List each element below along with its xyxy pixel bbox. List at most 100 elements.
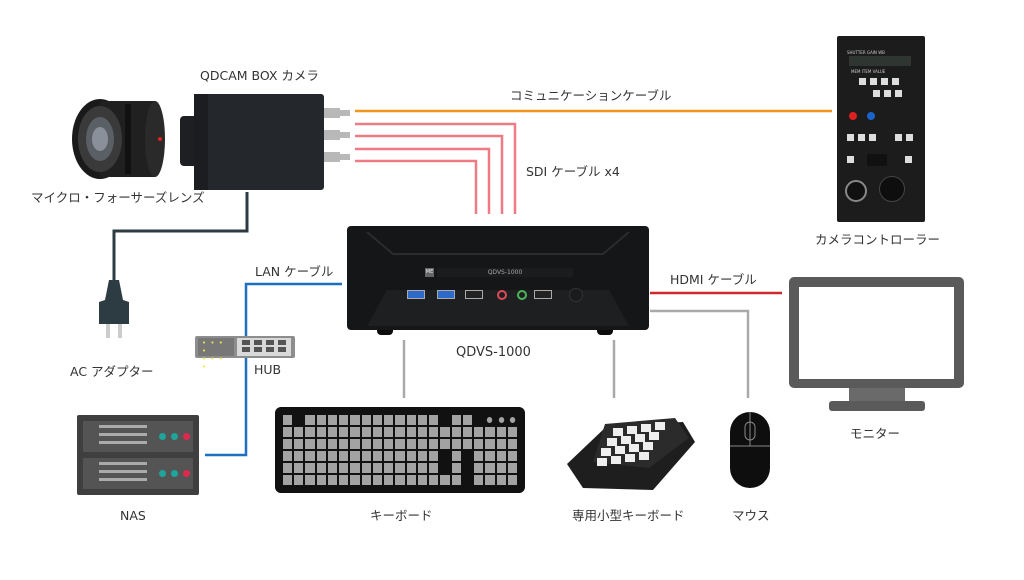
keyboard-key [339,463,349,473]
zoom-button[interactable] [873,90,880,97]
menu-button[interactable] [892,78,899,85]
keyboard-key [316,451,326,461]
zoom-buttons [873,90,902,97]
controller-panel-top-text: SHUTTER GAIN WB [847,50,885,55]
mouse [730,412,770,488]
keyboard-key [474,475,484,485]
keyboard-key [384,439,394,449]
focus-pedestal-dial[interactable] [845,180,867,202]
keypad-label: 専用小型キーボード [572,508,685,523]
keyboard-key [283,439,293,449]
keyboard-key [339,427,349,437]
keyboard-key [327,475,338,485]
keyboard-key [305,415,315,425]
keyboard-key [462,427,473,437]
keyboard-key [372,439,383,449]
shutter-button[interactable] [858,134,865,141]
keyboard-key [294,451,304,461]
ac-adapter-plug [99,280,129,338]
keyboard-key [395,463,405,473]
keyboard-key [327,427,338,437]
keyboard-key [361,451,371,461]
shutter-button[interactable] [847,134,854,141]
keyboard-key [496,475,506,485]
keyboard-key [507,439,517,449]
qdcam-box-camera [180,94,350,190]
keyboard-key [440,415,449,425]
shutter-button[interactable] [869,134,876,141]
lan-cable-label: LAN ケーブル [255,264,334,279]
pc-foot [597,330,613,335]
ac-adapter-label: AC アダプター [70,364,154,379]
keyboard-key [294,427,304,437]
menu-button[interactable] [870,78,877,85]
power-cable [112,192,249,282]
keyboard-key [395,451,405,461]
keyboard-key [451,415,461,425]
sdi-cable-4 [355,159,478,214]
iris-dial[interactable] [879,176,905,202]
auto-button[interactable] [905,156,912,163]
keyboard-key [485,475,495,485]
keyboard-key [316,475,326,485]
nas-server [77,415,199,495]
menu-button[interactable] [859,78,866,85]
usb2-port-1[interactable] [465,290,483,299]
keypad-keys [597,422,665,466]
menu-buttons [859,78,899,85]
zoom-button[interactable] [895,90,902,97]
usb2-port-2[interactable] [534,290,552,299]
keyboard-key [283,451,293,461]
pc-model-plate: QDVS-1000 [437,268,573,277]
keyboard-key [395,427,405,437]
nas-unit-2 [83,458,193,489]
mic-jack[interactable] [497,290,507,300]
keyboard-key [316,427,326,437]
keyboard-keys [283,415,517,485]
pc-logo: ME [425,268,434,277]
keyboard-key [372,463,383,473]
micro-four-thirds-lens [72,99,165,179]
power-button[interactable] [569,288,583,302]
keyboard-label: キーボード [370,508,433,523]
keyboard-key [305,463,315,473]
zoom-button[interactable] [884,90,891,97]
keyboard-key [327,463,338,473]
keyboard-key [406,415,416,425]
keyboard-key [339,475,349,485]
shutter-buttons [847,134,876,141]
keyboard-key [451,427,461,437]
hub-label: HUB [254,362,282,377]
usb3-port-2[interactable] [437,290,455,299]
keyboard-key [496,427,506,437]
gain-button[interactable] [906,134,913,141]
gain-blue-knob[interactable] [867,112,875,120]
usb3-port-1[interactable] [407,290,425,299]
gain-button[interactable] [895,134,902,141]
pc-bevel [366,231,630,326]
keyboard-key [474,463,484,473]
focus-button[interactable] [847,156,854,163]
gain-red-knob[interactable] [849,112,857,120]
keyboard-key [294,475,304,485]
keyboard-key [417,439,428,449]
keyboard-key [316,439,326,449]
keyboard-key [327,439,338,449]
keyboard [275,407,525,493]
keyboard-key [440,427,450,437]
keyboard-key [507,427,517,437]
keyboard-key [283,475,293,485]
keyboard-key [350,463,360,473]
keyboard-key [474,439,484,449]
keyboard-key [440,451,449,461]
keyboard-key [361,463,371,473]
sdi-cable-3 [355,147,491,214]
keyboard-key [372,415,383,425]
keyboard-key [463,451,472,461]
keyboard-key [451,451,461,461]
keyboard-key [451,463,461,473]
menu-button[interactable] [881,78,888,85]
keyboard-key [440,463,449,473]
keyboard-key [485,451,495,461]
headphone-jack[interactable] [517,290,527,300]
